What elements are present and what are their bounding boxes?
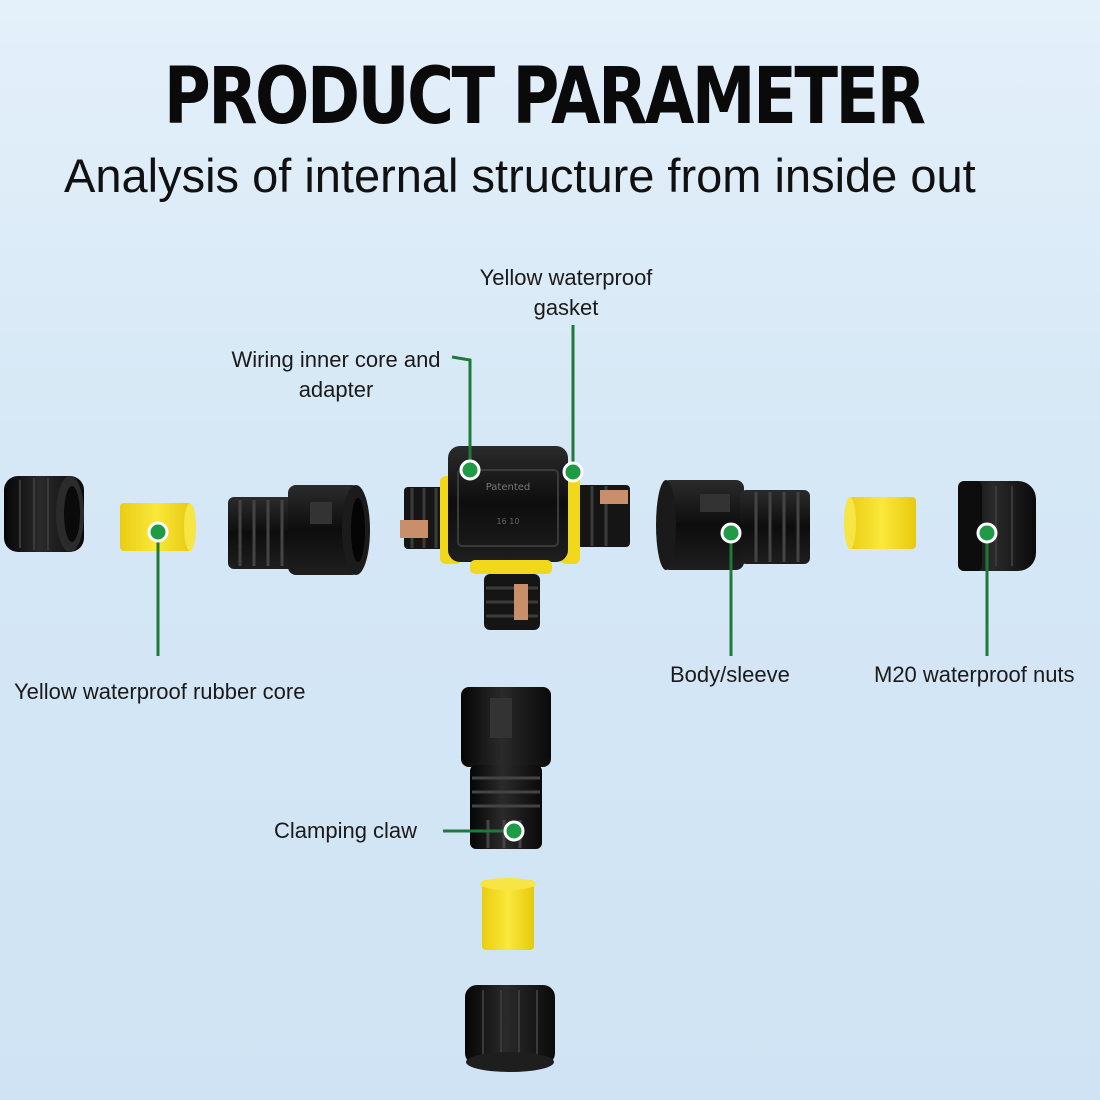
right-sleeve [656,480,810,570]
marker-rubber-core [147,521,169,543]
label-inner-core-line2: adapter [298,377,374,402]
marker-body-sleeve [720,522,742,544]
leader-inner-core [451,355,472,470]
left-nut [4,476,84,552]
marker-clamping-claw [503,820,525,842]
bottom-nut [465,985,555,1072]
marker-inner-core [459,459,481,481]
bottom-rubber-core [480,878,536,950]
page-subtitle: Analysis of internal structure from insi… [64,149,976,202]
svg-text:Patented: Patented [486,482,531,493]
label-gasket-line1: Yellow waterproof [479,265,653,290]
label-inner-core: Wiring inner core and adapter [216,345,456,405]
label-gasket: Yellow waterproof gasket [466,263,666,323]
marker-gasket [562,461,584,483]
page-title: PRODUCT PARAMETER [163,52,926,142]
leader-lines [156,325,989,833]
bottom-sleeve [461,687,551,849]
right-rubber-core [844,497,916,549]
left-sleeve [228,485,370,575]
label-body-sleeve: Body/sleeve [670,662,790,687]
label-m20-nuts: M20 waterproof nuts [874,662,1075,687]
marker-m20-nuts [976,522,998,544]
label-rubber-core: Yellow waterproof rubber core [14,679,306,704]
label-clamping-claw: Clamping claw [274,818,418,843]
right-nut [958,481,1036,571]
label-inner-core-line1: Wiring inner core and [231,347,441,372]
t-junction-body: Patented 16 10 [400,446,630,630]
svg-text:16 10: 16 10 [497,517,520,526]
label-gasket-line2: gasket [533,295,599,320]
markers [147,459,998,842]
